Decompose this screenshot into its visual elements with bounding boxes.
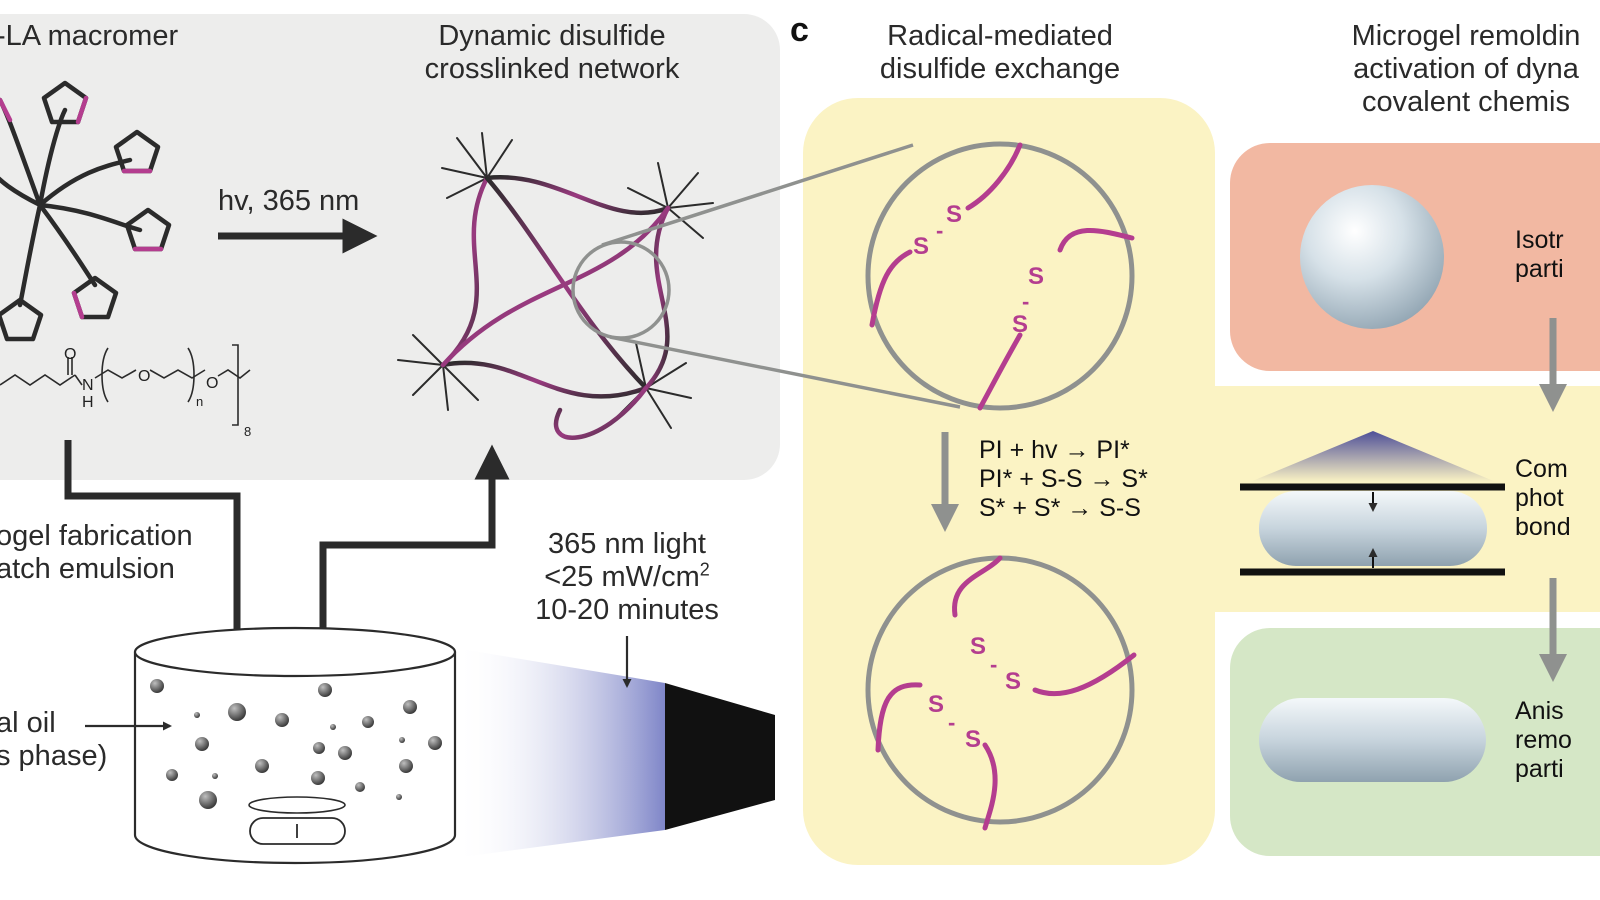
chem-o-top: O (64, 346, 77, 363)
anisotropic-label: Anis remo parti (1515, 697, 1572, 784)
macromer-disulfide-edges (0, 95, 164, 320)
fabrication-line1: ogel fabrication (0, 520, 193, 552)
network-title-line1: Dynamic disulfide (438, 20, 666, 52)
sulfur-label: S (1028, 263, 1045, 290)
zoom-line-top (601, 143, 914, 247)
compression-line2: phot (1515, 484, 1564, 512)
compression-label: Com phot bond (1515, 455, 1571, 542)
remolding-title-line1: Microgel remoldin (1351, 20, 1581, 52)
anisotropic-line1: Anis (1515, 697, 1564, 725)
chem-h: H (82, 394, 94, 411)
emulsion-droplets (150, 679, 442, 809)
anisotropic-line3: parti (1515, 755, 1564, 783)
light-label: 365 nm light <25 mW/cm2 10-20 minutes (512, 528, 742, 627)
oil-label: al oil s phase) (0, 707, 107, 773)
chem-o1: O (138, 368, 151, 385)
light-line2: <25 mW/cm2 (544, 559, 710, 593)
reaction-equations: PI + hv → PI* PI* + S-S → S* S* + S* → S… (979, 436, 1148, 523)
chem-o2: O (206, 375, 219, 392)
isotropic-label: Isotr parti (1515, 226, 1564, 284)
disulfide-dash: - (948, 710, 956, 735)
light-triangle (1250, 431, 1496, 482)
macromer-title: -LA macromer (0, 20, 179, 52)
sulfur-label: S (913, 233, 930, 260)
sulfur-label: S (1012, 311, 1029, 338)
sulfur-label: S (1005, 668, 1022, 695)
network-title-line2: crosslinked network (424, 53, 680, 85)
hv-arrow-label: hv, 365 nm (218, 185, 360, 217)
zoom-line-bottom (609, 335, 961, 409)
compression-line1: Com (1515, 455, 1568, 483)
fabrication-label: ogel fabrication atch emulsion (0, 520, 193, 586)
chem-n-subscript: n (196, 394, 204, 409)
network-hub (397, 132, 714, 429)
light-line3: 10-20 minutes (535, 594, 719, 626)
crosslinked-network (397, 132, 714, 440)
anisotropic-particle (1259, 698, 1486, 782)
isotropic-line2: parti (1515, 255, 1564, 283)
equation-1: PI + hv → PI* (979, 436, 1130, 464)
fabrication-line2: atch emulsion (0, 553, 175, 585)
network-panel-bg (0, 14, 780, 480)
sulfur-label: S (965, 726, 982, 753)
zoom-circle-top (865, 141, 1135, 411)
zoom-circle-bottom (865, 555, 1137, 831)
disulfide-dash: - (936, 218, 944, 243)
isotropic-line1: Isotr (1515, 226, 1564, 254)
oil-line2: s phase) (0, 740, 108, 772)
isotropic-sphere (1300, 185, 1444, 329)
network-title: Dynamic disulfide crosslinked network (392, 20, 712, 86)
equation-2: PI* + S-S → S* (979, 465, 1148, 493)
light-line1: 365 nm light (548, 528, 706, 560)
fabrication-flow-arrows (64, 440, 510, 690)
chem-n: N (82, 377, 94, 394)
exchange-title-line2: disulfide exchange (879, 53, 1121, 85)
chemical-structure (0, 344, 251, 426)
exchange-title: Radical-mediated disulfide exchange (850, 20, 1150, 86)
disulfide-dash: - (990, 652, 998, 677)
beaker (133, 626, 665, 865)
remolding-title: Microgel remoldin activation of dyna cov… (1316, 20, 1600, 119)
anisotropic-line2: remo (1515, 726, 1572, 754)
equation-3: S* + S* → S-S (979, 494, 1141, 522)
compression-line3: bond (1515, 513, 1571, 541)
chem-8: 8 (244, 424, 252, 439)
exchange-title-line1: Radical-mediated (887, 20, 1113, 52)
sulfur-label: S (970, 633, 987, 660)
disulfide-dash: - (1022, 289, 1030, 314)
remolding-title-line2: activation of dyna (1353, 53, 1579, 85)
light-beam (455, 648, 665, 858)
compressed-particle (1259, 491, 1487, 566)
sulfur-label: S (946, 201, 963, 228)
oil-line1: al oil (0, 707, 56, 739)
remolding-title-line3: covalent chemis (1362, 86, 1570, 118)
lamp (665, 683, 775, 830)
panel-c-letter: c (790, 11, 809, 49)
sulfur-label: S (928, 691, 945, 718)
